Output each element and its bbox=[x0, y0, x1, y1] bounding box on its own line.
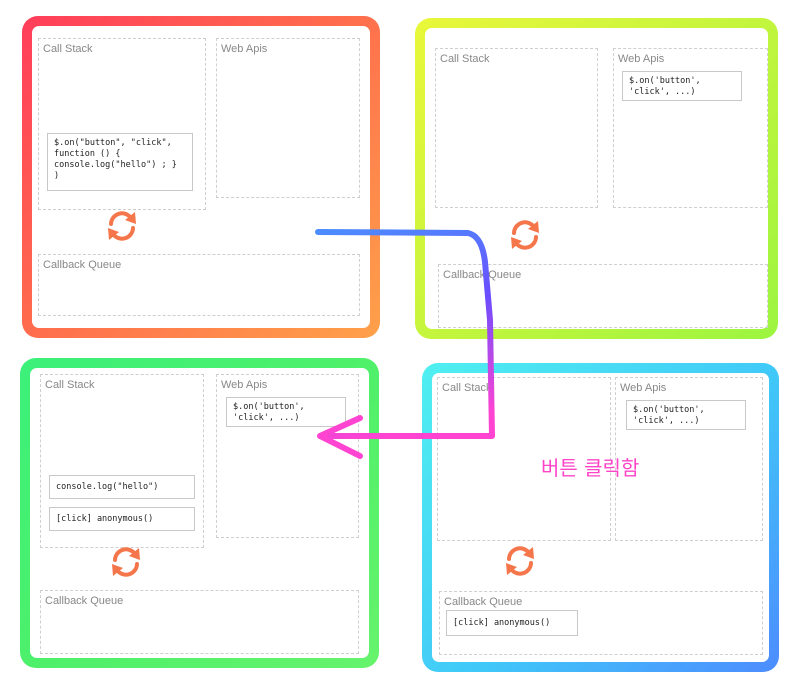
call-stack-box: Call Stack bbox=[435, 48, 598, 208]
refresh-loop-icon bbox=[106, 210, 138, 242]
refresh-loop-icon bbox=[504, 545, 536, 577]
callback-queue-label: Callback Queue bbox=[444, 596, 523, 608]
web-apis-label: Web Apis bbox=[618, 53, 665, 65]
web-api-listener: $.on('button', 'click', ...) bbox=[226, 397, 346, 427]
callback-queue-label: Callback Queue bbox=[45, 595, 124, 607]
call-stack-label: Call Stack bbox=[440, 53, 490, 65]
button-click-caption: 버튼 클릭함 bbox=[541, 456, 640, 480]
call-stack-box: Call Stack $.on("button", "click", funct… bbox=[38, 38, 206, 210]
call-stack-label: Call Stack bbox=[45, 379, 95, 391]
web-apis-box: Web Apis $.on('button', 'click', ...) bbox=[216, 374, 359, 538]
event-loop-panel-2: Call Stack Web Apis $.on('button', 'clic… bbox=[415, 18, 778, 339]
web-apis-box: Web Apis $.on('button', 'click', ...) bbox=[613, 48, 768, 208]
web-api-listener: $.on('button', 'click', ...) bbox=[626, 400, 746, 430]
callback-queue-box: Callback Queue [click] anonymous() bbox=[439, 591, 763, 655]
queued-callback: [click] anonymous() bbox=[446, 610, 578, 636]
callback-queue-box: Callback Queue bbox=[438, 264, 768, 328]
stack-frame-console-log: console.log("hello") bbox=[49, 475, 195, 499]
event-loop-panel-1: Call Stack $.on("button", "click", funct… bbox=[22, 16, 380, 338]
web-apis-label: Web Apis bbox=[221, 43, 268, 55]
callback-queue-label: Callback Queue bbox=[43, 259, 122, 271]
event-loop-panel-4: Call Stack Web Apis $.on('button', 'clic… bbox=[422, 363, 779, 672]
web-apis-label: Web Apis bbox=[620, 382, 667, 394]
stack-frame-click-handler: [click] anonymous() bbox=[49, 507, 195, 531]
refresh-loop-icon bbox=[110, 546, 142, 578]
call-stack-label: Call Stack bbox=[442, 382, 492, 394]
call-stack-label: Call Stack bbox=[43, 43, 93, 55]
refresh-loop-icon bbox=[509, 219, 541, 251]
web-apis-label: Web Apis bbox=[221, 379, 268, 391]
web-api-listener: $.on('button', 'click', ...) bbox=[622, 71, 742, 101]
web-apis-box: Web Apis $.on('button', 'click', ...) bbox=[615, 377, 763, 541]
web-apis-box: Web Apis bbox=[216, 38, 360, 198]
callback-queue-label: Callback Queue bbox=[443, 269, 522, 281]
stack-frame-callback: $.on("button", "click", function () { co… bbox=[47, 133, 193, 191]
event-loop-panel-3: Call Stack console.log("hello") [click] … bbox=[20, 358, 379, 668]
callback-queue-box: Callback Queue bbox=[40, 590, 359, 654]
callback-queue-box: Callback Queue bbox=[38, 254, 360, 316]
call-stack-box: Call Stack console.log("hello") [click] … bbox=[40, 374, 204, 548]
